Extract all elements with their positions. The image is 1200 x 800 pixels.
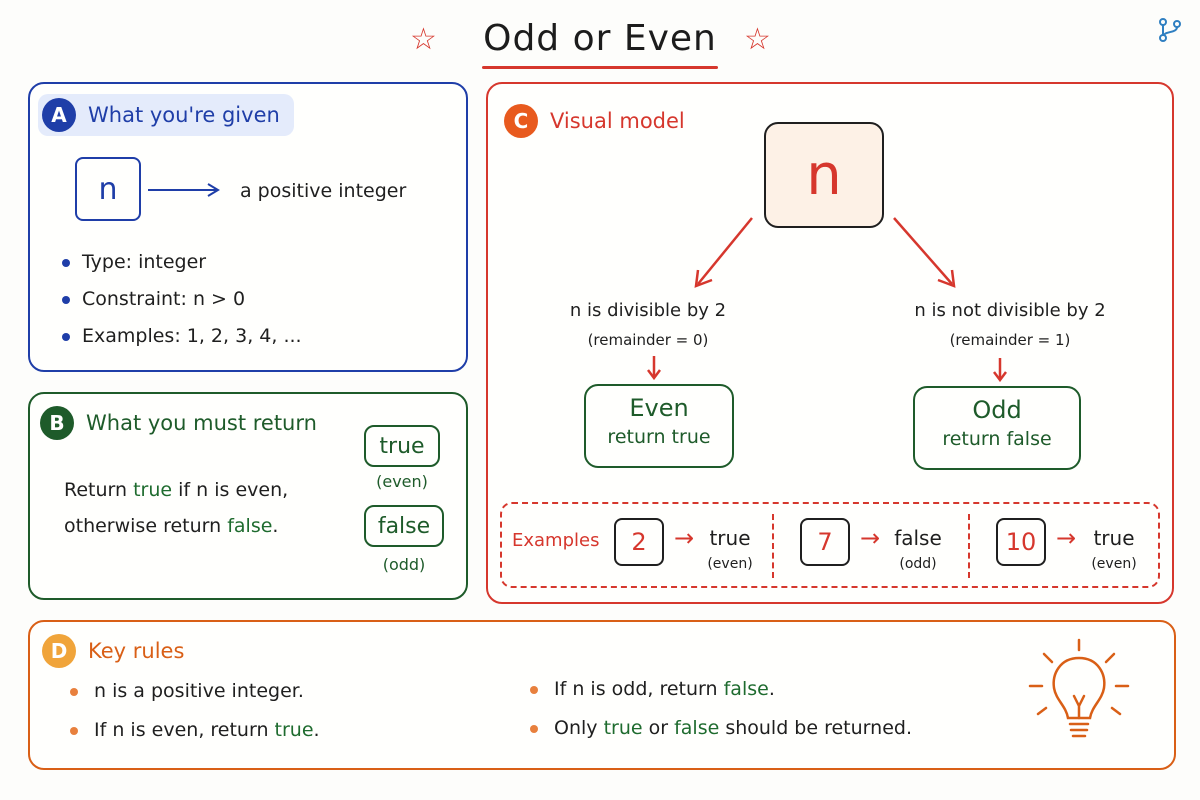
lightbulb-icon bbox=[1028, 638, 1130, 738]
arrow-right-icon bbox=[148, 183, 220, 197]
example-note: (even) bbox=[1091, 556, 1137, 572]
panel-c-title: Visual model bbox=[550, 109, 685, 133]
example-note: (even) bbox=[707, 556, 753, 572]
even-title: Even bbox=[629, 394, 689, 422]
list-item: Examples: 1, 2, 3, 4, ... bbox=[62, 318, 302, 355]
example-input: 2 bbox=[614, 518, 664, 566]
badge-b: B bbox=[40, 406, 74, 440]
false-pill: false bbox=[364, 505, 444, 547]
panel-d-heading: D Key rules bbox=[42, 634, 184, 668]
panel-key-rules bbox=[28, 620, 1176, 770]
list-item: If n is odd, return false. bbox=[530, 670, 912, 709]
badge-c: C bbox=[504, 104, 538, 138]
even-return: return true bbox=[607, 426, 711, 448]
example-divider bbox=[772, 514, 774, 578]
example-input: 7 bbox=[800, 518, 850, 566]
list-item: Type: integer bbox=[62, 244, 302, 281]
panel-a-title: What you're given bbox=[88, 103, 280, 127]
examples-box bbox=[500, 502, 1160, 588]
arrow-right-icon: → bbox=[674, 524, 695, 552]
star-icon: ☆ bbox=[410, 22, 437, 57]
list-item: Only true or false should be returned. bbox=[530, 709, 912, 748]
example-output: true bbox=[1093, 526, 1135, 550]
badge-a: A bbox=[42, 98, 76, 132]
arrow-right-icon: → bbox=[1056, 524, 1077, 552]
list-item: n is a positive integer. bbox=[70, 672, 320, 711]
panel-c-heading: C Visual model bbox=[504, 104, 685, 138]
example-note: (odd) bbox=[899, 556, 937, 572]
rules-right-list: If n is odd, return false. Only true or … bbox=[530, 670, 912, 748]
example-output: true bbox=[709, 526, 751, 550]
rules-left-list: n is a positive integer. If n is even, r… bbox=[70, 672, 320, 750]
odd-title: Odd bbox=[972, 396, 1022, 424]
even-result-box: Even return true bbox=[584, 384, 734, 468]
even-condition: n is divisible by 2 bbox=[569, 300, 727, 321]
badge-d: D bbox=[42, 634, 76, 668]
branch-arrows bbox=[647, 217, 1007, 383]
panel-b-title: What you must return bbox=[86, 411, 317, 435]
variable-description: a positive integer bbox=[240, 180, 407, 202]
odd-remainder: (remainder = 1) bbox=[949, 331, 1071, 349]
list-item: Constraint: n > 0 bbox=[62, 281, 302, 318]
example-divider bbox=[968, 514, 970, 578]
odd-condition: n is not divisible by 2 bbox=[914, 300, 1106, 321]
even-remainder: (remainder = 0) bbox=[587, 331, 709, 349]
panel-d-title: Key rules bbox=[88, 639, 185, 663]
odd-result-box: Odd return false bbox=[913, 386, 1081, 470]
example-input: 10 bbox=[996, 518, 1046, 566]
odd-return: return false bbox=[942, 428, 1052, 450]
false-pill-caption: (odd) bbox=[382, 555, 426, 574]
return-description: Return true if n is even, otherwise retu… bbox=[64, 479, 289, 537]
page-title: Odd or Even bbox=[483, 18, 717, 59]
panel-a-heading: A What you're given bbox=[38, 94, 294, 136]
given-bullets: Type: integer Constraint: n > 0 Examples… bbox=[62, 244, 302, 355]
true-pill-caption: (even) bbox=[376, 472, 428, 491]
title-underline bbox=[482, 66, 718, 69]
variable-node: n bbox=[764, 122, 884, 228]
branch-icon[interactable] bbox=[1156, 16, 1184, 44]
example-output: false bbox=[894, 526, 942, 550]
variable-box: n bbox=[75, 157, 141, 221]
true-pill: true bbox=[364, 425, 440, 467]
examples-label: Examples bbox=[512, 530, 600, 551]
arrow-right-icon: → bbox=[860, 524, 881, 552]
list-item: If n is even, return true. bbox=[70, 711, 320, 750]
star-icon: ☆ bbox=[744, 22, 771, 57]
panel-b-heading: B What you must return bbox=[40, 406, 317, 440]
